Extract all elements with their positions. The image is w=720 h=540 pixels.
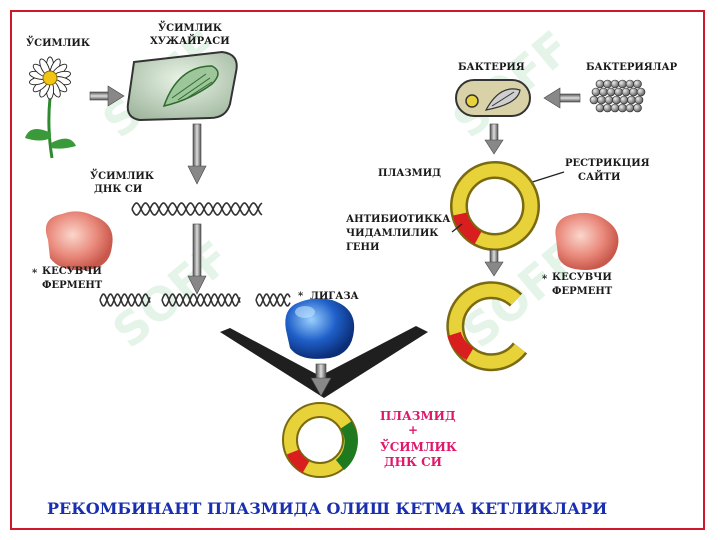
plant-cell-label: ЎСИМЛИК <box>158 21 222 34</box>
bacterium-bead <box>599 87 608 97</box>
bacterium-bead <box>618 103 627 113</box>
plant-dna-helix <box>131 202 263 216</box>
bacterium-bead <box>603 79 612 89</box>
bacteria-cluster-icon <box>589 79 646 113</box>
enzyme-right-label: КЕСУВЧИ <box>552 272 612 283</box>
ligase-label: ЛИГАЗА <box>310 291 360 302</box>
arrow-right <box>89 85 125 107</box>
bullet: * <box>298 291 304 302</box>
dna-fragment <box>99 293 151 307</box>
bacterium-label: БАКТЕРИЯ <box>458 62 525 73</box>
enzyme-right-label: ФЕРМЕНТ <box>552 286 613 297</box>
bacteria-label: БАКТЕРИЯЛАР <box>586 62 678 73</box>
dna-fragments <box>99 293 291 307</box>
enzyme-left-label: КЕСУВЧИ <box>42 266 102 277</box>
bacterium-bead <box>619 95 629 105</box>
diagram-frame <box>10 10 705 530</box>
bacterium-bead <box>612 95 621 105</box>
arrow-down <box>187 123 207 185</box>
bacterium-icon <box>455 79 531 117</box>
result-label: ЎСИМЛИК <box>380 437 457 454</box>
antibiotic-gene-label: ЧИДАМЛИЛИК <box>346 228 438 239</box>
bacterium-bead <box>604 95 614 105</box>
enzyme-left-label: ФЕРМЕНТ <box>42 280 103 291</box>
arrow-down <box>484 249 504 277</box>
bacterium-bead <box>603 103 612 113</box>
bacterium-bead <box>597 95 606 105</box>
plant-cell-label: ХУЖАЙРАСИ <box>150 34 230 47</box>
result-label: ПЛАЗМИД <box>380 409 456 423</box>
cut-plasmid <box>446 281 528 372</box>
bacterium-bead <box>621 87 631 97</box>
antibiotic-gene-label: ГЕНИ <box>346 242 379 253</box>
merge-arrow <box>220 326 428 398</box>
enzyme-blob-icon <box>555 212 619 270</box>
bacterium-bead <box>627 95 636 105</box>
bacterium-bead <box>610 79 620 89</box>
antibiotic-gene-label: АНТИБИОТИККА <box>346 214 451 225</box>
result-plus: + <box>408 423 418 437</box>
bacterial-plasmid <box>450 161 540 251</box>
diagram-title: РЕКОМБИНАНТ ПЛАЗМИДА ОЛИШ КЕТМА КЕТЛИКЛА… <box>47 499 607 518</box>
plasmid-label: ПЛАЗМИД <box>378 168 441 179</box>
bacterium-bead <box>606 87 616 97</box>
ligase-blob-icon <box>285 298 355 359</box>
restriction-site-label: САЙТИ <box>578 170 620 183</box>
restriction-site-label: РЕСТРИКЦИЯ <box>565 158 650 169</box>
bacterium-bead <box>610 103 620 113</box>
bacterium-bead <box>636 87 646 97</box>
bacterium-bead <box>614 87 623 97</box>
arrow-left <box>543 87 581 109</box>
bacterium-bead <box>634 95 644 105</box>
plant-dna-label: ЎСИМЛИК <box>90 169 154 182</box>
bacterium-bead <box>618 79 627 89</box>
result-label: ДНК СИ <box>384 455 442 469</box>
enzyme-blob-icon <box>45 211 113 271</box>
dna-fragment <box>161 293 241 307</box>
plant-dna-label: ДНК СИ <box>94 184 142 195</box>
recombinant-plasmid <box>282 402 358 478</box>
bacterium-bead <box>633 103 642 113</box>
bacterium-bead <box>625 79 635 89</box>
bullet: * <box>542 274 548 285</box>
bacterium-bead <box>629 87 638 97</box>
bullet: * <box>32 268 38 279</box>
bacterium-bead <box>595 79 605 89</box>
bacterium-bead <box>589 95 599 105</box>
bacterium-bead <box>633 79 642 89</box>
bacterium-bead <box>625 103 635 113</box>
arrow-down <box>484 123 504 155</box>
arrow-down <box>187 223 207 295</box>
plant-label: ЎСИМЛИК <box>26 36 90 49</box>
bacterium-bead <box>591 87 601 97</box>
plant-cell-icon <box>126 50 238 122</box>
bacterium-bead <box>595 103 605 113</box>
dna-fragment <box>255 293 291 307</box>
daisy-flower-icon <box>25 56 76 159</box>
